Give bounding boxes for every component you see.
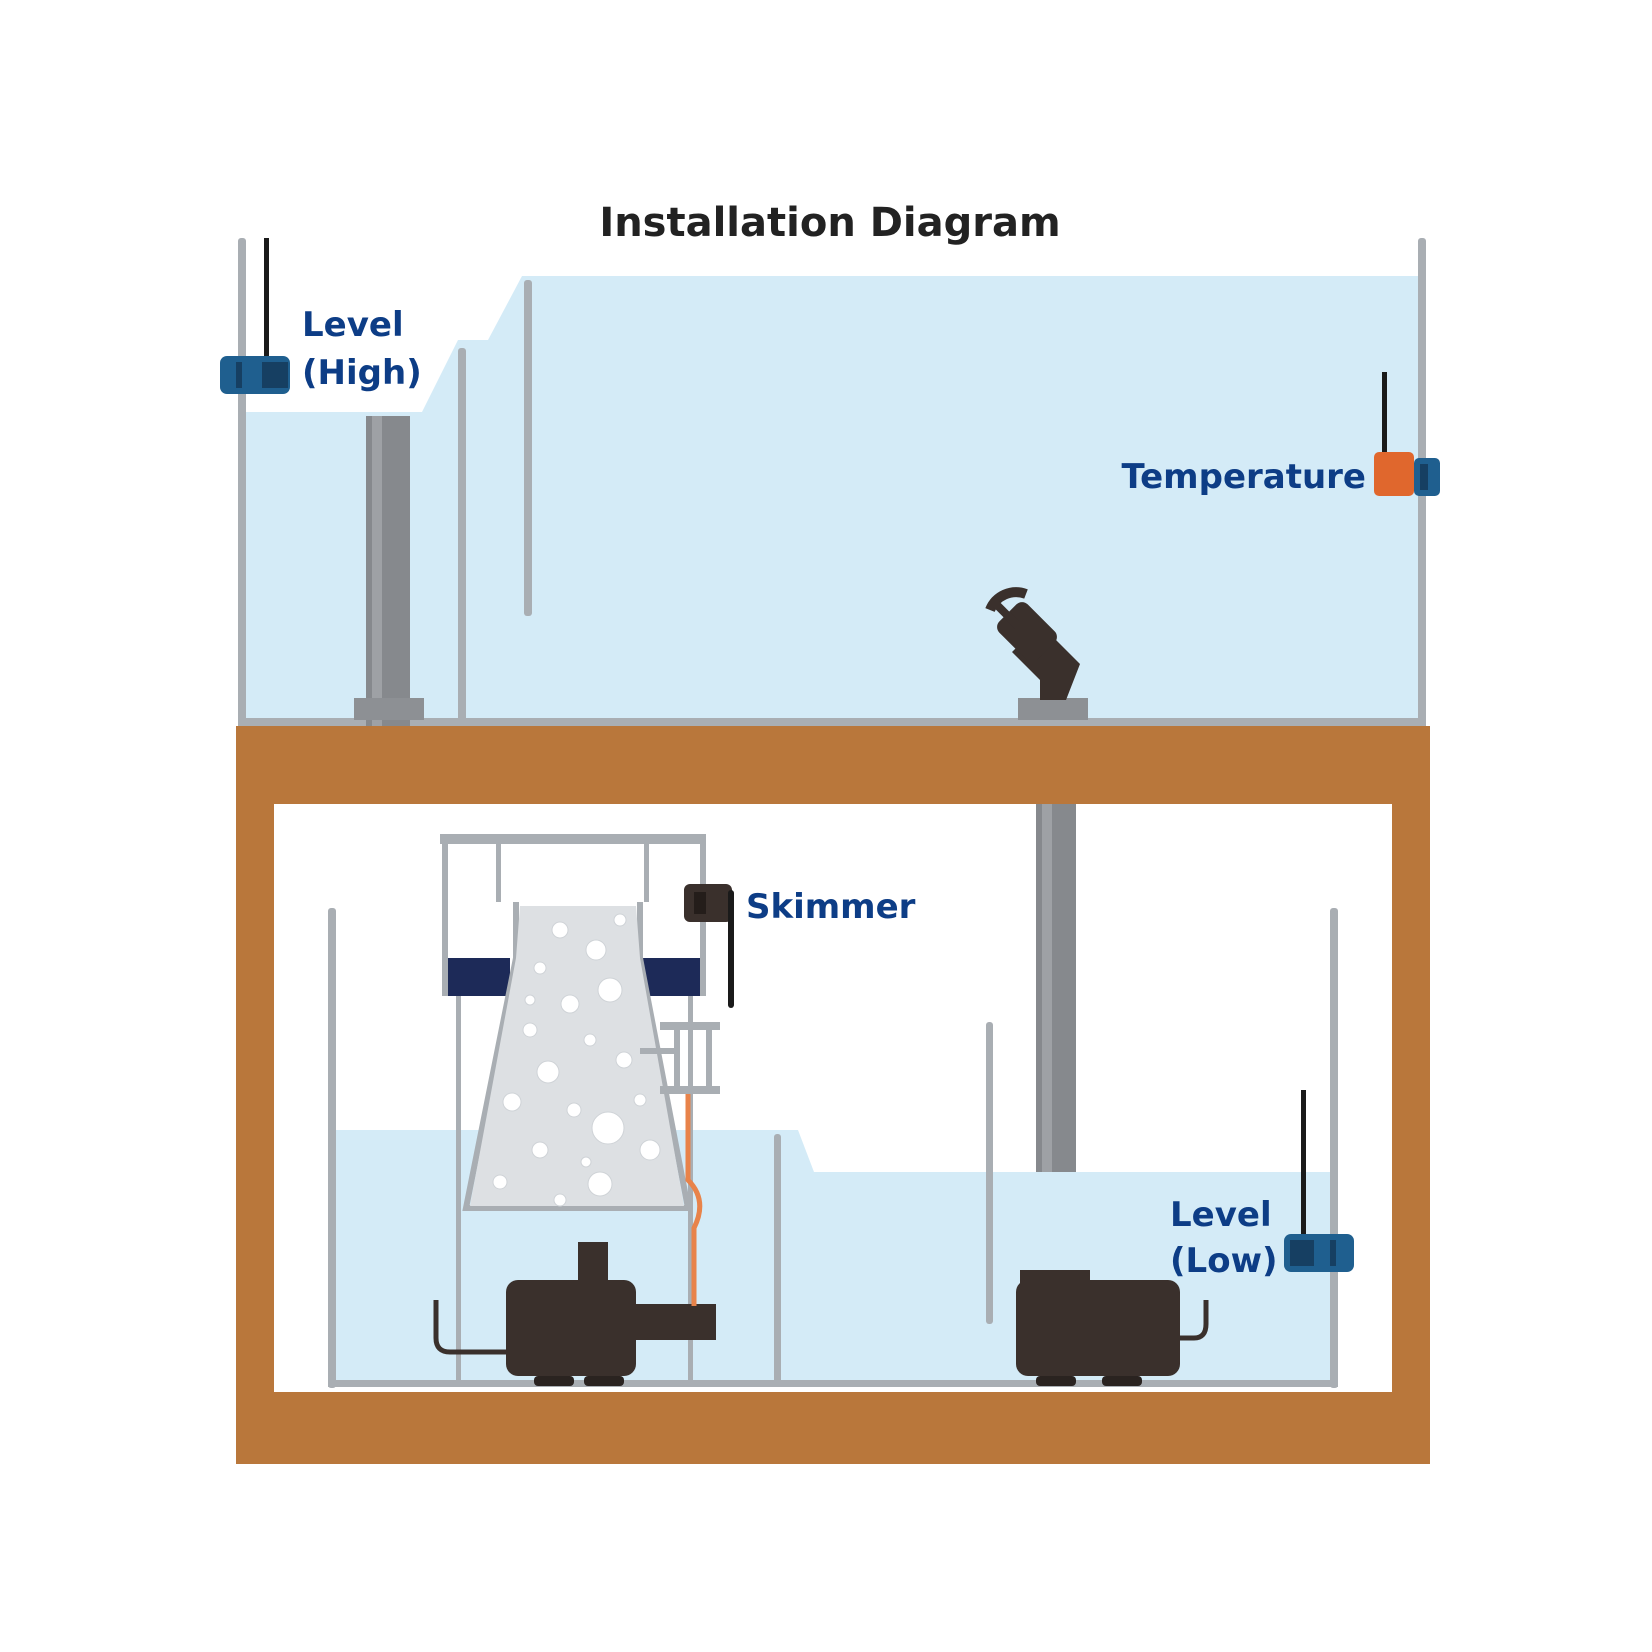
level-high-sensor-icon: [220, 238, 290, 394]
skimmer-foam: [470, 906, 684, 1206]
air-intake: [640, 1022, 720, 1306]
sump-right-wall: [1330, 908, 1338, 1388]
sump-baffle-2: [986, 1022, 993, 1324]
display-tank-bottom: [238, 718, 1426, 726]
label-level-high-line1: Level: [302, 305, 404, 345]
temperature-sensor-icon: [1374, 372, 1440, 496]
return-pump-icon: [1016, 1270, 1209, 1386]
skimmer-lid: [440, 834, 706, 844]
overflow-box-inner-wall: [458, 348, 466, 722]
skimmer-controller-icon: [684, 884, 734, 1008]
display-tank-left-wall: [238, 238, 246, 724]
sump-baffle-1: [774, 1134, 781, 1386]
diagram-title: Installation Diagram: [599, 200, 1060, 246]
overflow-baffle: [524, 280, 532, 616]
return-plumbing: [985, 587, 1088, 720]
sump-bottom: [328, 1380, 1338, 1387]
display-tank-water: [242, 276, 1420, 722]
skimmate-left: [448, 958, 510, 996]
skimmer-pump-icon: [433, 1280, 716, 1386]
skimmer-body-right-wall: [688, 996, 693, 1382]
label-level-high-line2: (High): [302, 353, 422, 393]
return-nozzle-icon: [985, 587, 1080, 700]
protein-skimmer: [433, 834, 720, 1386]
display-tank: [238, 238, 1426, 726]
label-temperature: Temperature: [1121, 457, 1366, 497]
skimmer-pump-inlet: [578, 1242, 608, 1282]
level-low-sensor-icon: [1284, 1090, 1354, 1272]
sump-left-wall: [328, 908, 336, 1388]
collection-cup-left-wall: [442, 844, 448, 996]
foam-bubbles: [492, 913, 661, 1207]
label-skimmer: Skimmer: [746, 887, 916, 927]
air-tubing: [685, 1094, 703, 1306]
sump-water-right: [778, 1130, 1334, 1386]
drain-bulkhead: [354, 698, 424, 720]
label-level-low-line1: Level: [1170, 1195, 1272, 1235]
label-level-low-line2: (Low): [1170, 1241, 1278, 1281]
return-bulkhead: [1018, 698, 1088, 720]
skimmer-riser-tube: [462, 902, 692, 1211]
skimmer-body-left-wall: [456, 996, 461, 1382]
